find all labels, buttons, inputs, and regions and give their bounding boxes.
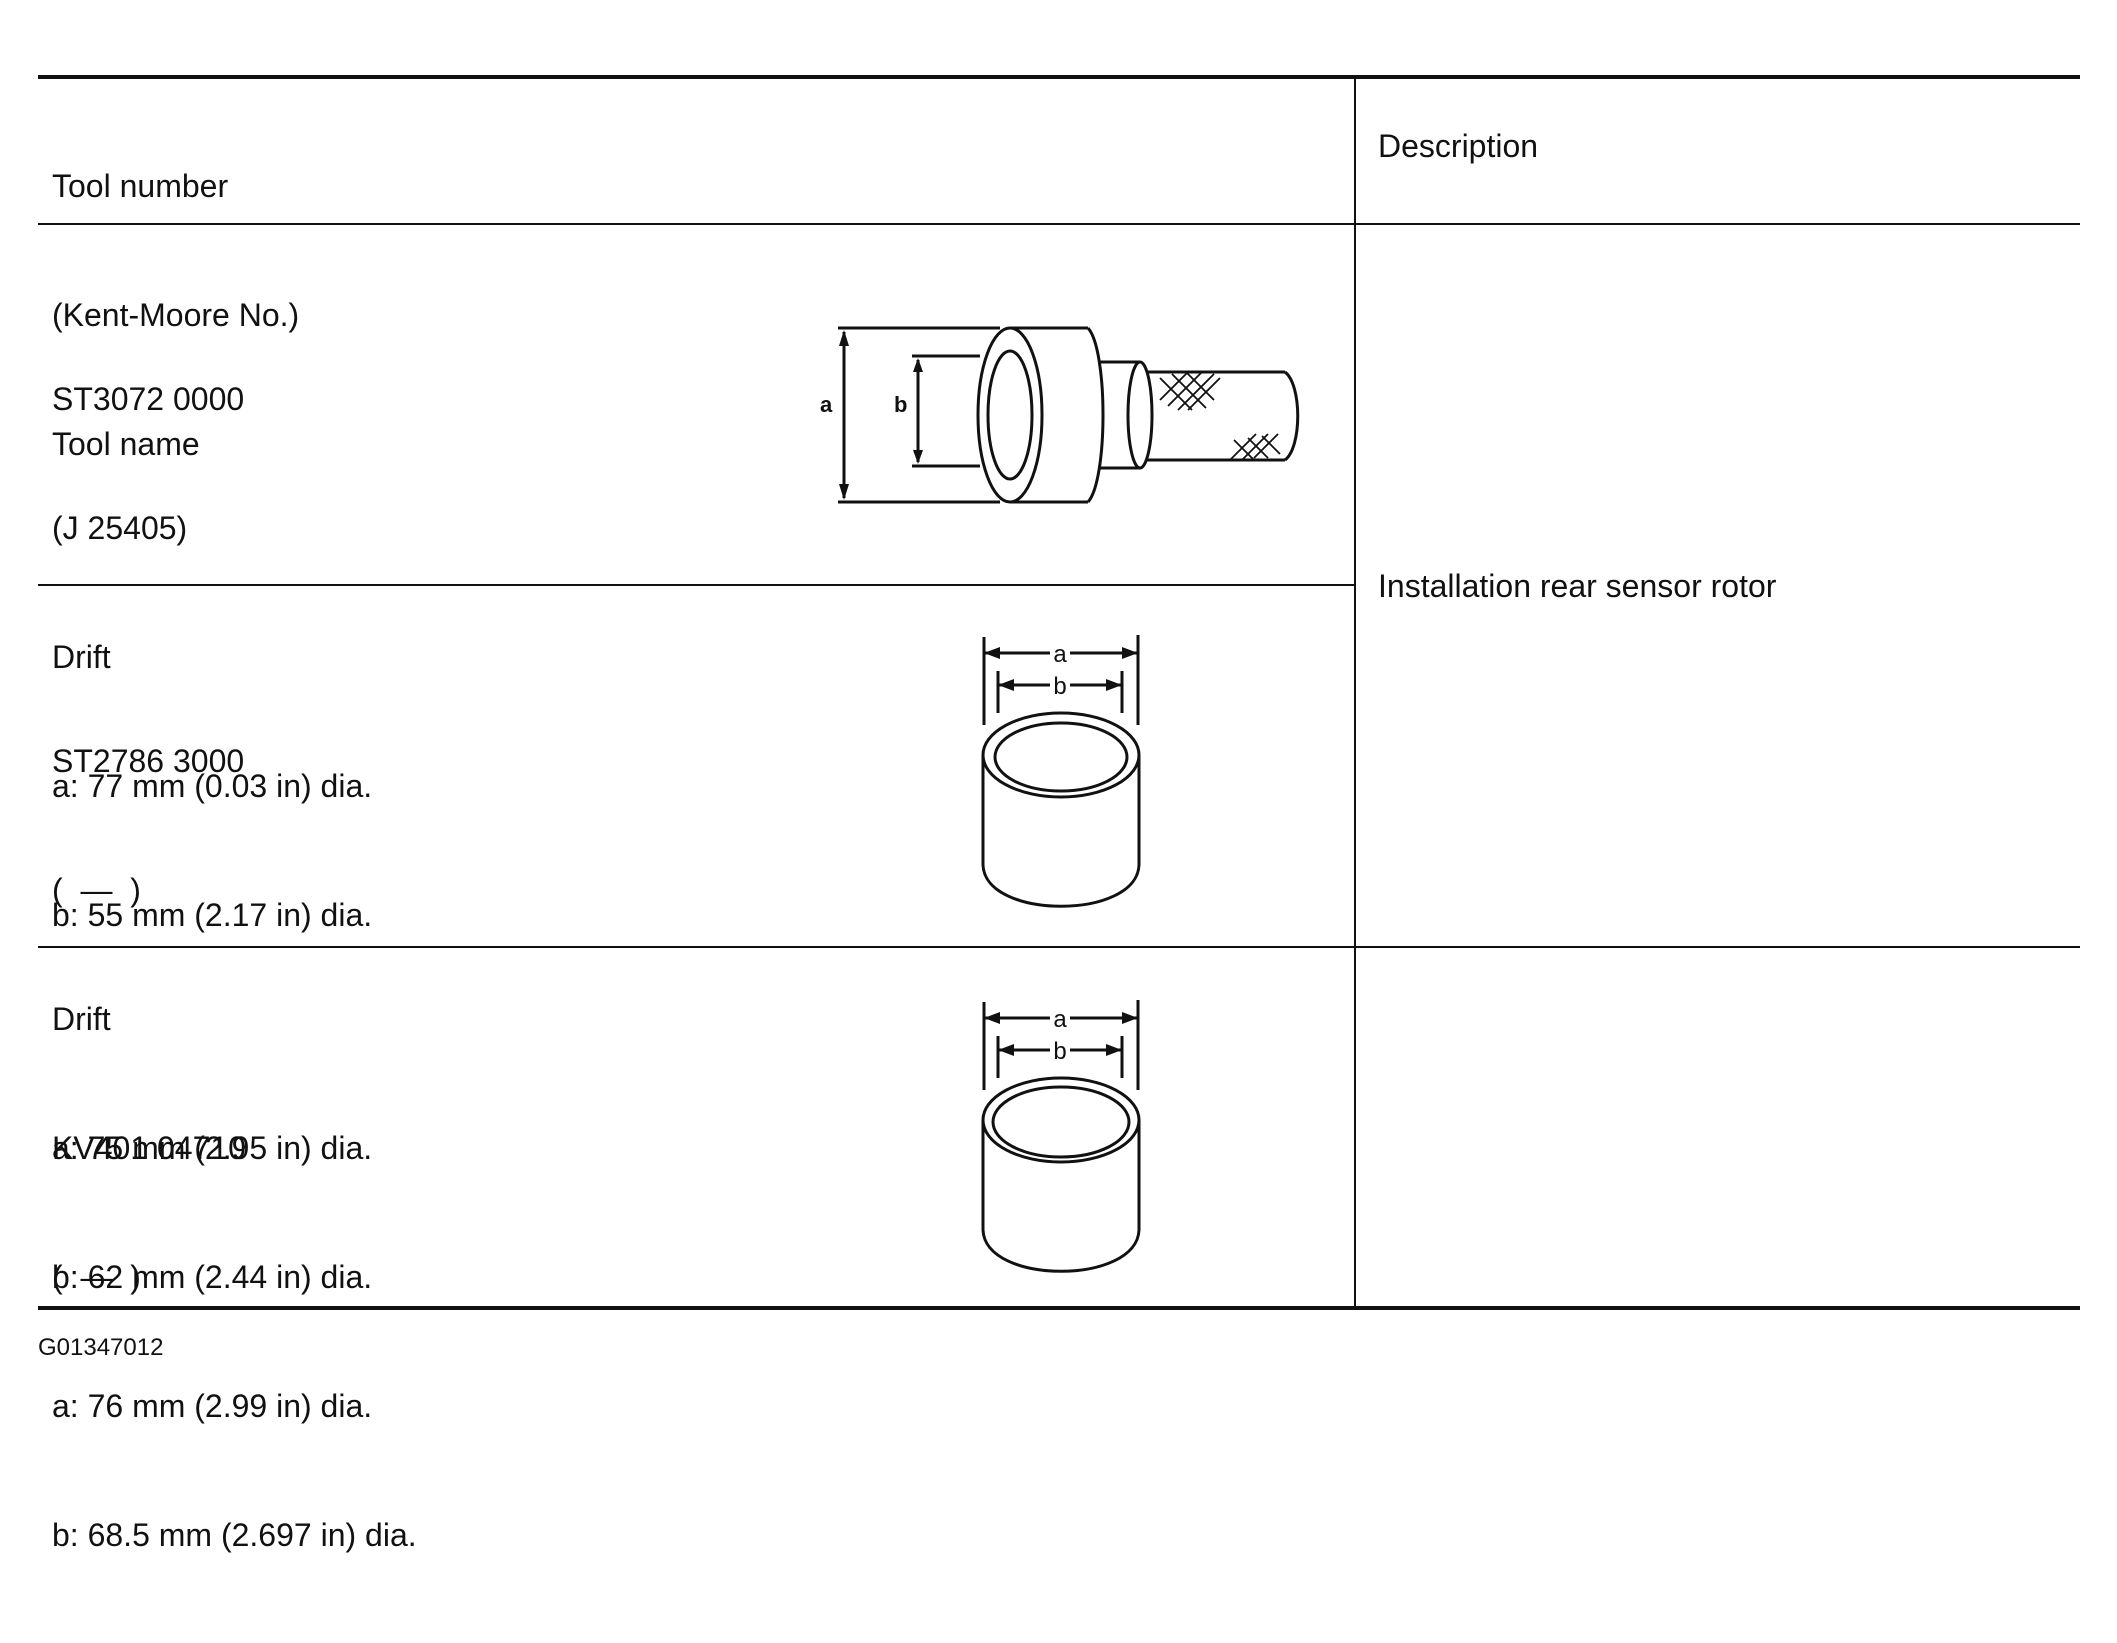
- row3-dim-b: b: 68.5 mm (2.697 in) dia.: [52, 1517, 417, 1553]
- row1-label-a: a: [820, 392, 833, 417]
- row2-label-a: a: [1053, 641, 1067, 668]
- row2-tool-name: Drift: [52, 1001, 111, 1037]
- row2-tool-text: ST2786 3000 ( — ) Drift a: 75 mm (2.95 i…: [52, 654, 372, 1385]
- row1-label-b: b: [894, 392, 907, 417]
- row1-tool-number: ST3072 0000: [52, 381, 245, 417]
- drift-handle-illustration: a b: [820, 326, 1300, 504]
- drift-cylinder-illustration-2: a b: [981, 1000, 1141, 1273]
- tool-table-page: Tool number (Kent-Moore No.) Tool name D…: [38, 75, 2080, 1553]
- table-bottom-rule: [38, 1306, 2080, 1310]
- row3-tool-number: KV401 04710: [52, 1130, 246, 1166]
- drift-cylinder-illustration-1: a b: [981, 635, 1141, 908]
- row2-tool-number: ST2786 3000: [52, 743, 245, 779]
- row2-dim-b: b: 62 mm (2.44 in) dia.: [52, 1259, 373, 1295]
- row1-tool-name: Drift: [52, 639, 111, 675]
- row3-label-a: a: [1053, 1006, 1067, 1033]
- shared-description: Installation rear sensor rotor: [1378, 568, 1777, 604]
- row1-dim-b: b: 55 mm (2.17 in) dia.: [52, 897, 373, 933]
- row1-kent-moore: (J 25405): [52, 510, 188, 546]
- figure-code: G01347012: [38, 1334, 164, 1361]
- header-tool-name: Tool name: [52, 426, 200, 462]
- row2-bottom-rule: [38, 946, 2080, 948]
- row3-kent-moore: ( — ): [52, 1259, 141, 1295]
- row2-dim-a: a: 75 mm (2.95 in) dia.: [52, 1130, 373, 1166]
- table-top-rule: [38, 75, 2080, 79]
- header-description: Description: [1378, 128, 1539, 164]
- header-tool-cell: Tool number (Kent-Moore No.) Tool name: [52, 79, 299, 552]
- header-tool-number: Tool number: [52, 168, 229, 204]
- row3-dim-a: a: 76 mm (2.99 in) dia.: [52, 1388, 373, 1424]
- row3-label-b: b: [1053, 1038, 1066, 1065]
- header-kent-moore: (Kent-Moore No.): [52, 297, 300, 333]
- header-bottom-rule: [38, 223, 2080, 225]
- column-divider: [1354, 77, 1356, 1308]
- row2-label-b: b: [1053, 673, 1066, 700]
- row1-tool-text: ST3072 0000 (J 25405) Drift a: 77 mm (0.…: [52, 292, 372, 1023]
- row1-dim-a: a: 77 mm (0.03 in) dia.: [52, 768, 373, 804]
- row2-kent-moore: ( — ): [52, 872, 141, 908]
- row1-bottom-rule: [38, 584, 1356, 586]
